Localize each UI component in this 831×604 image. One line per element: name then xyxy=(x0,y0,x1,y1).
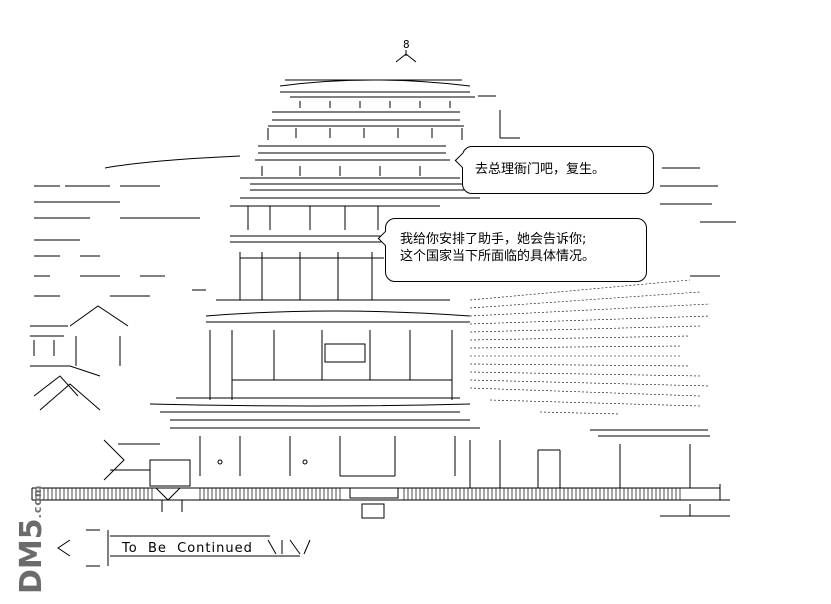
pavilion-lower-hall xyxy=(176,310,471,400)
bubble-2-line-2: 这个国家当下所面临的具体情况。 xyxy=(400,249,596,264)
roof-tier-second xyxy=(267,110,520,140)
speech-bubble-1: 去总理衙门吧，复生。 xyxy=(454,146,654,194)
pavilion-middle xyxy=(192,205,450,301)
speech-bubble-2: 我给你安排了助手，她会告诉你; 这个国家当下所面临的具体情况。 xyxy=(377,218,647,282)
svg-text:8: 8 xyxy=(403,38,410,51)
bubble-1-line-1: 去总理衙门吧，复生。 xyxy=(475,162,606,177)
bubble-2-line-1: 我给你安排了助手，她会告诉你; xyxy=(400,232,587,247)
mist-lines-left xyxy=(34,155,241,297)
footer-arrow-frame xyxy=(57,529,311,567)
watermark-logo: DM5.com xyxy=(14,485,49,594)
roof-tier-main xyxy=(240,145,480,199)
side-buildings-left xyxy=(30,305,191,487)
roof-finial: 8 xyxy=(395,38,417,63)
watermark-domain: .com xyxy=(31,484,44,519)
mist-lines-right xyxy=(660,167,736,277)
to-be-continued-caption: To Be Continued xyxy=(122,541,253,556)
watermark-brand: DM5 xyxy=(14,518,49,594)
right-hillside-texture xyxy=(469,279,711,415)
long-wall-balustrade xyxy=(31,484,730,519)
roof-tier-top xyxy=(279,79,496,108)
roof-lower xyxy=(149,403,480,477)
side-building-right xyxy=(469,429,710,488)
